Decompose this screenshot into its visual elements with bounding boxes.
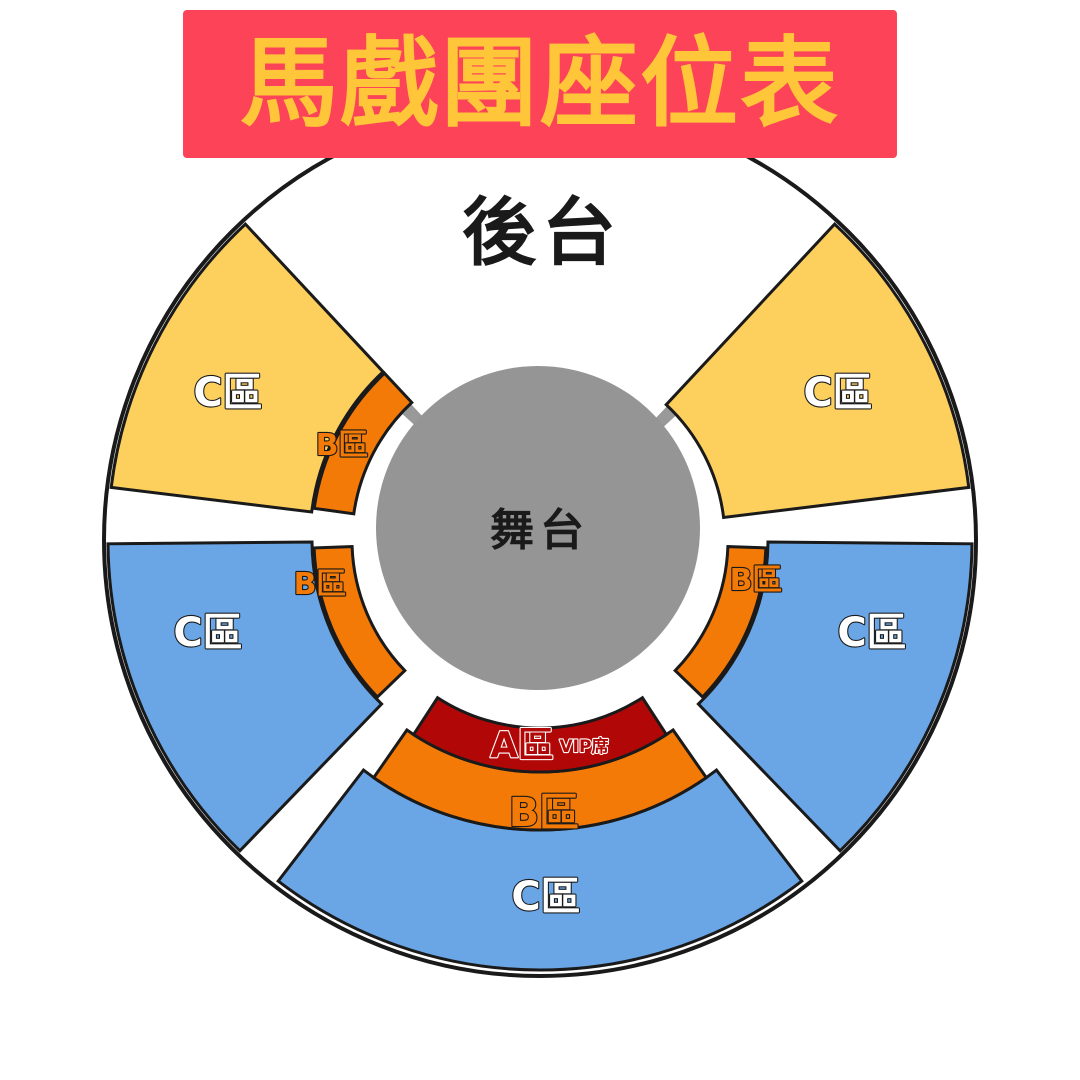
- zone-a-label: A區: [490, 725, 554, 766]
- title-banner: 馬戲團座位表: [183, 10, 897, 158]
- zone-c-upper-left[interactable]: [109, 221, 386, 514]
- backstage-label: 後台: [462, 190, 622, 276]
- zone-c-bottom-label: C區: [511, 874, 580, 920]
- zone-a-vip[interactable]: [411, 695, 669, 774]
- zone-c-left[interactable]: [106, 540, 384, 853]
- zone-c-right-label: C區: [837, 610, 906, 656]
- zone-b-upper-left-label: B區: [316, 428, 369, 463]
- zone-b-left-label: B區: [294, 567, 347, 602]
- stage: [376, 366, 700, 690]
- stage-label: 舞台: [490, 505, 590, 556]
- zone-b-upper-left[interactable]: [312, 371, 414, 516]
- zone-c-upper-left-label: C區: [193, 370, 262, 416]
- zone-c-upper-right[interactable]: [664, 221, 971, 520]
- zone-b-right-label: B區: [730, 563, 783, 598]
- zone-a-vip-note: VIP席: [560, 736, 609, 757]
- zone-c-left-label: C區: [173, 610, 242, 656]
- zone-c-upper-right-label: C區: [803, 370, 872, 416]
- page-title: 馬戲團座位表: [239, 27, 840, 141]
- zone-b-left[interactable]: [312, 545, 407, 700]
- zone-b-right[interactable]: [673, 545, 768, 700]
- zone-c-right[interactable]: [696, 540, 974, 853]
- zone-b-bottom-label: B區: [509, 790, 580, 836]
